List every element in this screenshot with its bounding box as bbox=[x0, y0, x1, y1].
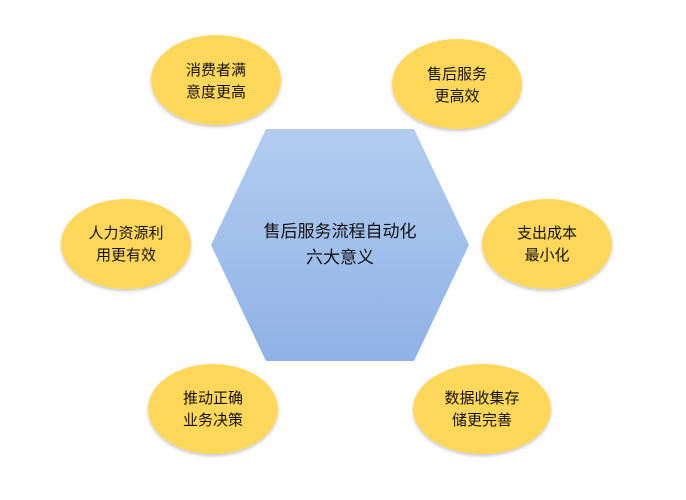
bubble-service-efficiency-line2: 更高效 bbox=[434, 87, 479, 105]
bubble-hr-utilization-line2: 用更有效 bbox=[96, 246, 156, 264]
bubble-hr-utilization-line1: 人力资源利 bbox=[88, 224, 163, 242]
bubble-cost-minimization-line2: 最小化 bbox=[524, 246, 569, 264]
bubble-customer-satisfaction-line1: 消费者满 bbox=[186, 61, 246, 79]
bubble-service-efficiency-line1: 售后服务 bbox=[427, 65, 487, 83]
bubble-shape bbox=[61, 199, 191, 289]
bubble-business-decisions-line2: 业务决策 bbox=[183, 411, 243, 429]
bubble-service-efficiency bbox=[392, 39, 522, 129]
center-hexagon: 售后服务流程自动化 六大意义 bbox=[211, 129, 469, 361]
bubble-shape bbox=[151, 35, 281, 125]
bubble-shape bbox=[148, 364, 278, 454]
center-title-line2: 六大意义 bbox=[306, 248, 374, 268]
bubble-business-decisions-line1: 推动正确 bbox=[183, 389, 243, 407]
bubble-shape bbox=[413, 364, 551, 454]
bubble-hr-utilization bbox=[61, 199, 191, 289]
bubble-data-collection-line2: 储更完善 bbox=[452, 411, 512, 429]
bubble-data-collection-line1: 数据收集存 bbox=[444, 389, 519, 407]
bubble-customer-satisfaction bbox=[151, 35, 281, 125]
bubble-cost-minimization-line1: 支出成本 bbox=[517, 224, 577, 242]
bubble-shape bbox=[482, 199, 612, 289]
bubble-business-decisions bbox=[148, 364, 278, 454]
center-hexagon-shape bbox=[211, 129, 469, 361]
bubble-shape bbox=[392, 39, 522, 129]
bubble-cost-minimization bbox=[482, 199, 612, 289]
bubble-customer-satisfaction-line2: 意度更高 bbox=[186, 83, 246, 101]
bubble-data-collection bbox=[413, 364, 551, 454]
center-title-line1: 售后服务流程自动化 bbox=[264, 222, 417, 242]
